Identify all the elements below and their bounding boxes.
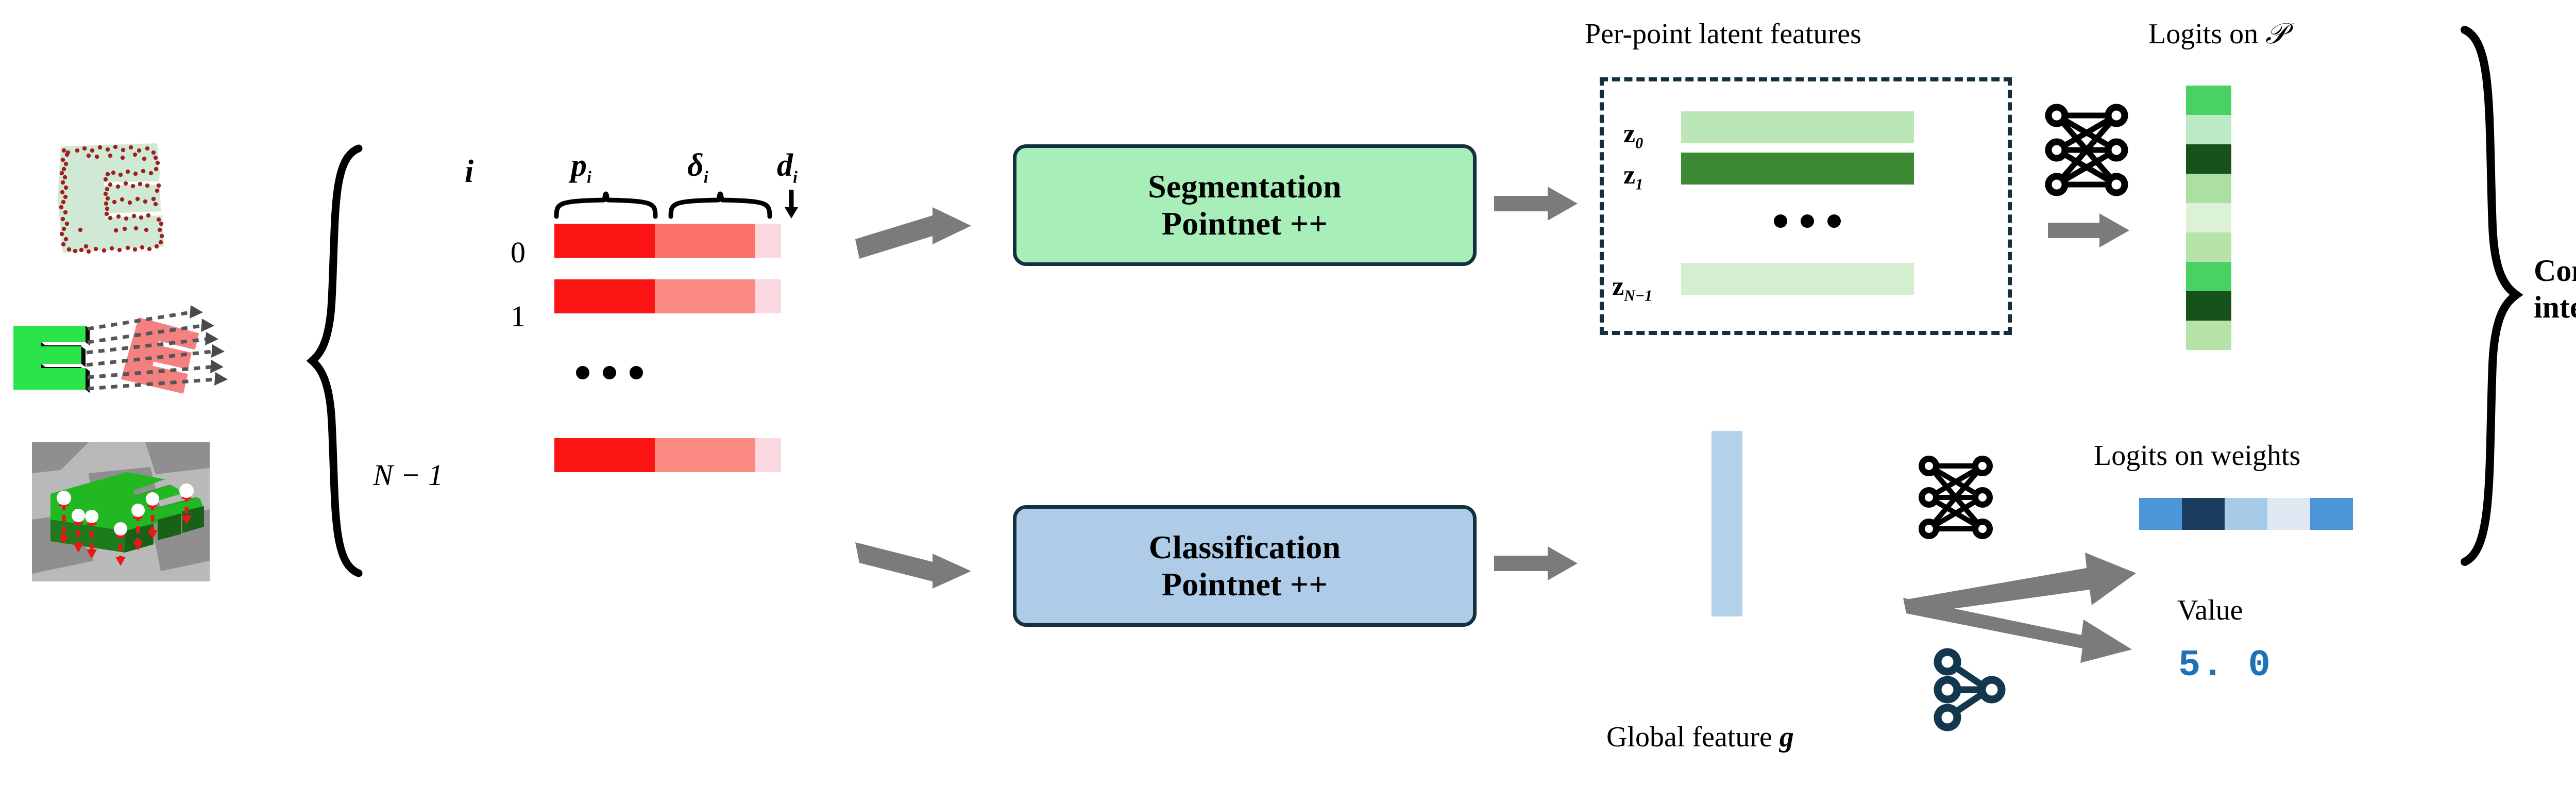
arrow-mlp-to-weights <box>1906 541 2138 616</box>
matrix-row-label-n: N − 1 <box>373 458 443 492</box>
brace-over-delta <box>668 191 772 220</box>
contact-intention-label: Contact intention <box>2534 254 2576 324</box>
latent-label-z1: z1 <box>1623 160 1643 193</box>
brace-right-svg <box>2461 26 2523 566</box>
matrix-cell-d <box>755 438 781 472</box>
matrix-cell-d <box>755 279 781 313</box>
logit-cell <box>2186 321 2231 350</box>
value-caption: Value <box>2177 594 2243 626</box>
latent-ellipsis <box>1774 214 1841 228</box>
brace-over-p <box>554 191 658 220</box>
logits-on-points-column <box>2186 86 2231 350</box>
point-cloud-svg <box>58 143 164 254</box>
matrix-row-label-1: 1 <box>511 299 526 333</box>
value-head-icon-wrap <box>1917 648 2009 744</box>
mlp-network-icon <box>1919 456 1993 539</box>
feature-matrix: i pi δi di 0 1 N − 1 <box>373 144 804 608</box>
logit-cell <box>2186 86 2231 115</box>
classification-box-label: Classification Pointnet ++ <box>1148 529 1341 603</box>
simulation-render-image <box>32 442 210 581</box>
matrix-cell-delta <box>655 224 755 258</box>
logits-points-caption: Logits on 𝒫 <box>2148 18 2286 50</box>
latent-caption: Per-point latent features <box>1585 18 1861 50</box>
matrix-ellipsis <box>576 366 643 379</box>
global-feature-bar <box>1711 431 1742 616</box>
matrix-index-header: i <box>465 154 474 189</box>
arrow-mlp-to-value <box>1901 588 2133 668</box>
classification-pointnet-box[interactable]: Classification Pointnet ++ <box>1013 505 1477 627</box>
matrix-row-1 <box>554 279 802 313</box>
logit-cell <box>2186 262 2231 291</box>
matrix-cell-p <box>554 224 655 258</box>
goal-correspondence-svg <box>13 305 228 394</box>
matrix-col-header-d: di <box>777 148 798 187</box>
logits-on-weights-bar <box>2139 498 2353 530</box>
latent-bar-zn <box>1681 263 1914 295</box>
latent-label-z0: z0 <box>1623 119 1643 152</box>
arrow-mlp-to-logits <box>2048 212 2130 251</box>
block-arrow-icon <box>1494 546 1578 580</box>
block-arrow-icon <box>1909 553 2136 614</box>
weight-cell <box>2310 498 2353 530</box>
block-arrow-icon <box>1903 598 2132 663</box>
brace-p-svg <box>554 191 658 219</box>
goal-correspondence-image <box>9 289 231 407</box>
point-cloud-image <box>32 124 202 278</box>
latent-feature-panel: z0 z1 zN−1 <box>1600 77 2012 335</box>
logit-cell <box>2186 115 2231 144</box>
arrow-down-d-svg <box>785 190 798 219</box>
logit-cell <box>2186 174 2231 203</box>
matrix-col-header-delta: δi <box>687 148 708 187</box>
matrix-row-label-0: 0 <box>511 236 526 269</box>
logit-cell <box>2186 232 2231 262</box>
latent-label-zn: zN−1 <box>1612 272 1653 305</box>
arrow-seg-to-latent <box>1494 186 1579 224</box>
input-group-brace <box>306 144 371 580</box>
segmentation-box-label: Segmentation Pointnet ++ <box>1148 168 1342 242</box>
simulation-render-svg <box>32 442 210 581</box>
global-feature-caption: Global feature g <box>1606 721 1794 753</box>
matrix-row-n <box>554 438 802 472</box>
matrix-row-0 <box>554 224 802 258</box>
arrow-to-segmentation <box>855 207 974 264</box>
weight-cell <box>2182 498 2225 530</box>
brace-left-svg <box>306 144 363 577</box>
latent-bar-z0 <box>1681 111 1914 143</box>
value-head-icon <box>1934 648 2006 731</box>
matrix-cell-p <box>554 279 655 313</box>
logit-cell <box>2186 144 2231 174</box>
block-arrow-icon <box>1494 187 1578 221</box>
matrix-cell-p <box>554 438 655 472</box>
arrow-cls-to-global <box>1494 545 1579 584</box>
logit-cell <box>2186 291 2231 321</box>
matrix-cell-delta <box>655 279 755 313</box>
segmentation-pointnet-box[interactable]: Segmentation Pointnet ++ <box>1013 144 1477 266</box>
matrix-cell-delta <box>655 438 755 472</box>
arrow-down-d <box>781 189 802 222</box>
block-arrow-icon <box>855 542 971 589</box>
matrix-cell-d <box>755 224 781 258</box>
value-number: 5. 0 <box>2178 644 2272 687</box>
arrow-to-classification <box>855 535 974 592</box>
logits-weights-caption: Logits on weights <box>2094 440 2301 472</box>
brace-delta-svg <box>668 191 772 219</box>
matrix-col-header-p: pi <box>571 148 591 187</box>
logit-cell <box>2186 203 2231 232</box>
block-arrow-icon <box>855 207 971 259</box>
weight-cell <box>2267 498 2310 530</box>
weight-cell <box>2225 498 2267 530</box>
mlp-network-icon <box>2045 104 2128 196</box>
mlp-network-icon-bottom-wrap <box>1914 454 1997 544</box>
mlp-network-icon-top-wrap <box>2040 101 2133 202</box>
output-group-brace <box>2456 26 2523 570</box>
block-arrow-icon <box>2048 213 2129 247</box>
weight-cell <box>2139 498 2182 530</box>
latent-bar-z1 <box>1681 153 1914 185</box>
